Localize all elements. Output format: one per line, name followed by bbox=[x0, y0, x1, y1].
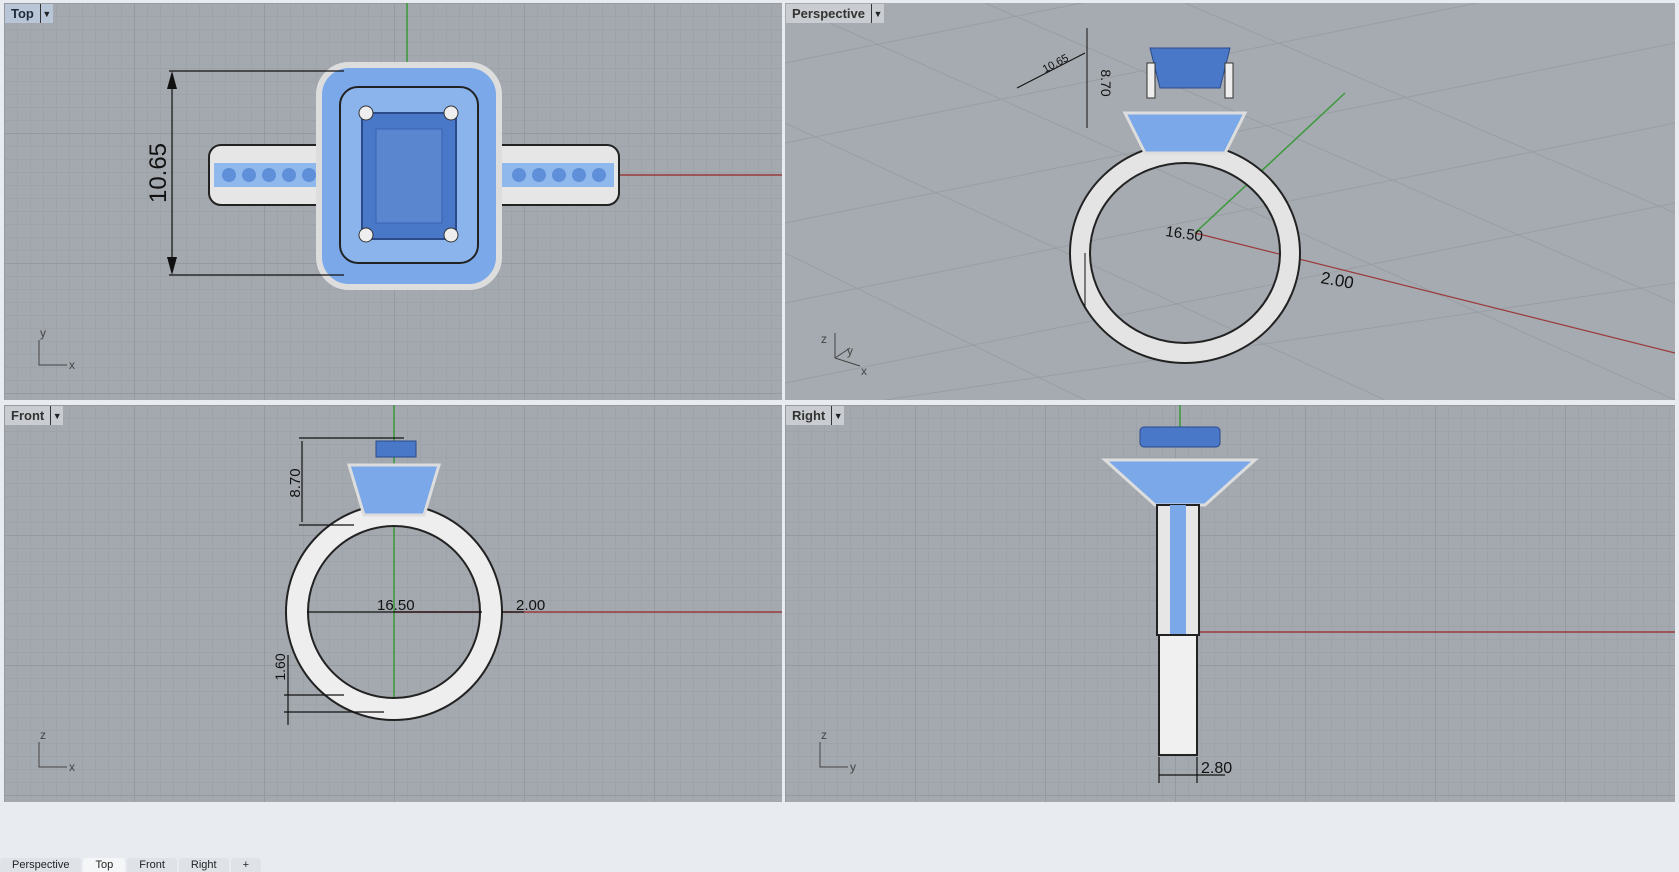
tab-front[interactable]: Front bbox=[127, 858, 177, 872]
viewport-label-top[interactable]: Top ▼ bbox=[5, 4, 53, 23]
viewport-perspective[interactable]: Perspective ▼ 8.70 10.65 16.50 2.00 z y … bbox=[785, 3, 1675, 400]
svg-text:x: x bbox=[69, 760, 75, 774]
svg-text:2.80: 2.80 bbox=[1201, 760, 1232, 777]
svg-text:y: y bbox=[847, 344, 853, 358]
svg-text:z: z bbox=[40, 728, 46, 742]
tab-right[interactable]: Right bbox=[178, 858, 229, 872]
svg-text:y: y bbox=[850, 760, 856, 774]
chevron-down-icon[interactable]: ▼ bbox=[871, 4, 884, 23]
svg-text:16.50: 16.50 bbox=[377, 597, 415, 614]
svg-text:z: z bbox=[821, 332, 827, 346]
svg-text:8.70: 8.70 bbox=[287, 468, 304, 497]
svg-text:8.70: 8.70 bbox=[1098, 69, 1114, 96]
svg-text:1.60: 1.60 bbox=[272, 653, 288, 680]
svg-text:x: x bbox=[861, 364, 867, 378]
svg-text:z: z bbox=[821, 728, 827, 742]
svg-text:10.65: 10.65 bbox=[1041, 52, 1071, 76]
add-tab-button[interactable]: + bbox=[230, 858, 262, 872]
svg-text:y: y bbox=[40, 326, 46, 340]
chevron-down-icon[interactable]: ▼ bbox=[39, 4, 53, 23]
top-view-drawing: 10.65 y x bbox=[38, 3, 782, 372]
viewport-label-right[interactable]: Right ▼ bbox=[786, 406, 845, 425]
chevron-down-icon[interactable]: ▼ bbox=[50, 406, 63, 425]
svg-text:x: x bbox=[69, 358, 75, 372]
viewport-top[interactable]: Top ▼ 10.65 y x bbox=[4, 3, 782, 400]
viewport-title: Perspective bbox=[792, 6, 865, 21]
svg-text:2.00: 2.00 bbox=[516, 597, 545, 614]
dim-top-height: 10.65 bbox=[145, 143, 172, 203]
front-view-drawing: 8.70 16.50 2.00 1.60 z x bbox=[38, 405, 782, 774]
tab-perspective[interactable]: Perspective bbox=[0, 858, 82, 872]
chevron-down-icon[interactable]: ▼ bbox=[831, 406, 844, 425]
viewport-title: Top bbox=[11, 6, 34, 21]
viewport-label-perspective[interactable]: Perspective ▼ bbox=[786, 4, 884, 23]
tab-top[interactable]: Top bbox=[83, 858, 126, 872]
viewport-title: Front bbox=[11, 408, 45, 423]
perspective-view-drawing: 8.70 10.65 16.50 2.00 z y x bbox=[785, 3, 1675, 400]
viewport-label-front[interactable]: Front ▼ bbox=[5, 406, 64, 425]
svg-text:16.50: 16.50 bbox=[1164, 223, 1204, 245]
viewport-right[interactable]: Right ▼ 2.80 z y bbox=[785, 405, 1675, 802]
viewport-tabs: Perspective Top Front Right + bbox=[0, 858, 1679, 872]
right-view-drawing: 2.80 z y bbox=[819, 405, 1675, 783]
viewport-title: Right bbox=[792, 408, 826, 423]
viewport-front[interactable]: Front ▼ 8.70 16.50 2.00 1.60 z x bbox=[4, 405, 782, 802]
